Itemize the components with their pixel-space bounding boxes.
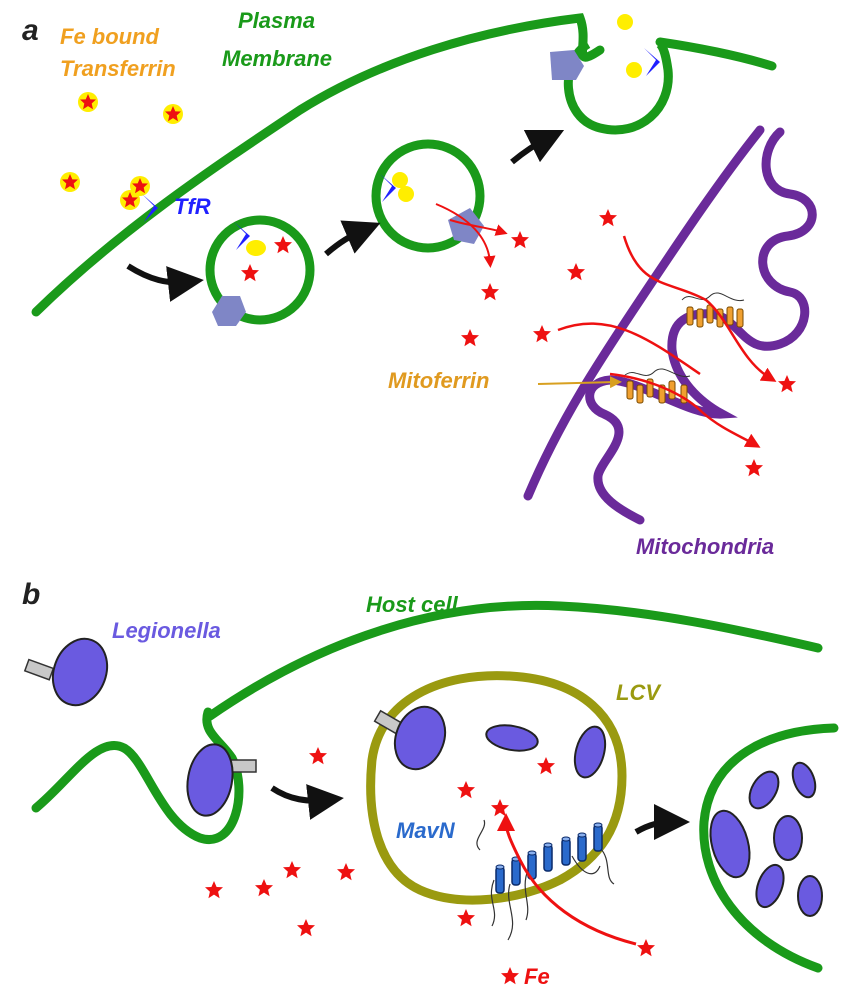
plasma-membrane-right [655, 37, 777, 71]
iron-star [491, 799, 509, 817]
panel-b-letter: b [22, 578, 40, 611]
arrow-step-b2 [634, 804, 690, 841]
lcv-membrane [366, 671, 627, 905]
plasma-membrane [31, 13, 605, 317]
iron-uptake-arrow [497, 813, 637, 946]
mitoferrin-pointer-arrow [537, 376, 622, 389]
mitoferrin-transporter-1 [681, 292, 745, 328]
transferrin-molecule [130, 176, 150, 196]
transferrin-molecule [163, 104, 183, 124]
membrane-label-2: Membrane [222, 46, 332, 71]
mitoferrin-transporter-2 [623, 368, 691, 404]
arrow-step-3 [510, 129, 565, 165]
iron-star [533, 325, 551, 343]
iron-legend-star [501, 967, 519, 985]
panel-a-letter: a [22, 14, 39, 47]
iron-import-arrow [557, 322, 701, 376]
fe-label: Fe [524, 964, 550, 989]
iron-star [297, 919, 315, 937]
mitoferrin-label: Mitoferrin [388, 368, 489, 393]
tfr-label: TfR [174, 194, 211, 219]
proton-pump-icon [212, 296, 246, 326]
endosome-1 [205, 215, 315, 325]
iron-star [205, 881, 223, 899]
transferrin-label-1: Fe bound [60, 24, 160, 49]
iron-star [745, 459, 763, 477]
arrow-step-1 [126, 263, 204, 302]
legionella-dividing [573, 725, 607, 779]
legionella-in-cup [186, 743, 257, 817]
replicating-legionella-cluster [709, 761, 823, 917]
receptor-icon [644, 48, 660, 76]
iron-star [481, 283, 499, 301]
host-cell-membrane [205, 600, 823, 721]
iron-star [241, 264, 259, 282]
mavn-label: MavN [396, 818, 456, 843]
membrane-label-1: Plasma [238, 8, 315, 33]
iron-star [274, 236, 292, 254]
legionella-in-lcv [373, 705, 447, 771]
mitochondria-inner-membrane [585, 127, 817, 525]
iron-star [457, 781, 475, 799]
host-cell-label: Host cell [366, 592, 459, 617]
iron-import-arrow [609, 372, 761, 448]
iron-star [461, 329, 479, 347]
mitochondria-outer-membrane [523, 125, 765, 501]
iron-import-arrow [622, 235, 777, 382]
iron-star [309, 747, 327, 765]
iron-star [283, 861, 301, 879]
iron-star [567, 263, 585, 281]
mitochondria-label: Mitochondria [636, 534, 774, 559]
phagocytic-cup [31, 707, 244, 845]
transferrin-molecule [60, 172, 80, 192]
recycling-endosome [563, 40, 673, 135]
iron-star [778, 375, 796, 393]
lcv-label: LCV [616, 680, 662, 705]
dmt1-transporter-icon [448, 208, 484, 244]
legionella-label: Legionella [112, 618, 221, 643]
iron-star [537, 757, 555, 775]
host-cell-membrane-right [699, 723, 839, 973]
arrow-step-2 [324, 220, 381, 257]
iron-star [337, 863, 355, 881]
iron-star [255, 879, 273, 897]
legionella-bacterium [23, 637, 109, 707]
endosome-2 [371, 139, 485, 253]
transferrin-label-2: Transferrin [60, 56, 176, 81]
iron-star [637, 939, 655, 957]
legionella-dividing [485, 724, 539, 752]
arrow-step-b1 [270, 784, 344, 820]
iron-star [511, 231, 529, 249]
mavn-transporter [476, 819, 615, 941]
iron-star [457, 909, 475, 927]
iron-star [599, 209, 617, 227]
transferrin-molecule [78, 92, 98, 112]
